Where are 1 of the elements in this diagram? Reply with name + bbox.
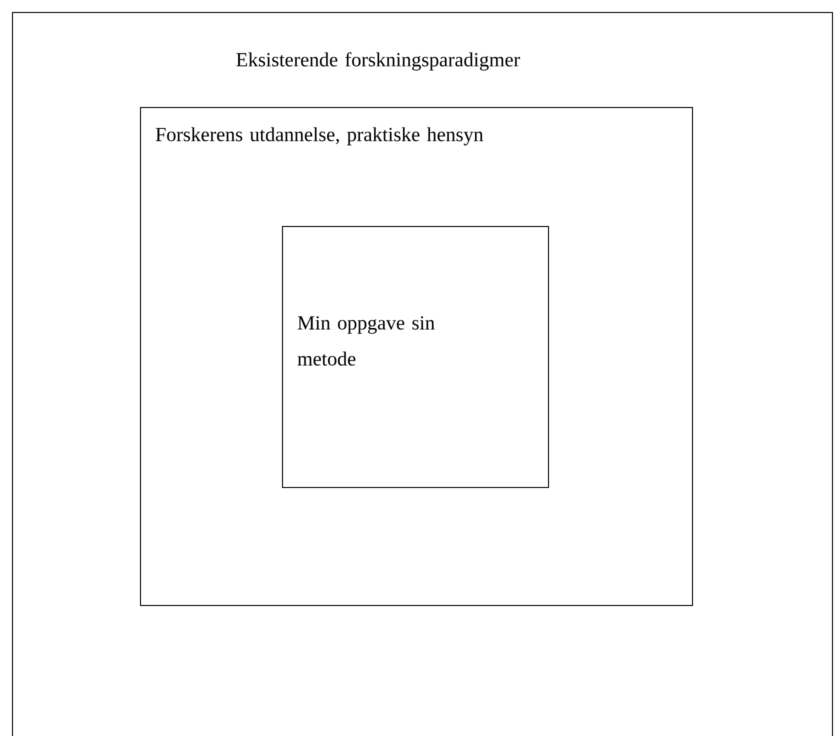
box: Min oppgave sin metode [282,226,549,488]
